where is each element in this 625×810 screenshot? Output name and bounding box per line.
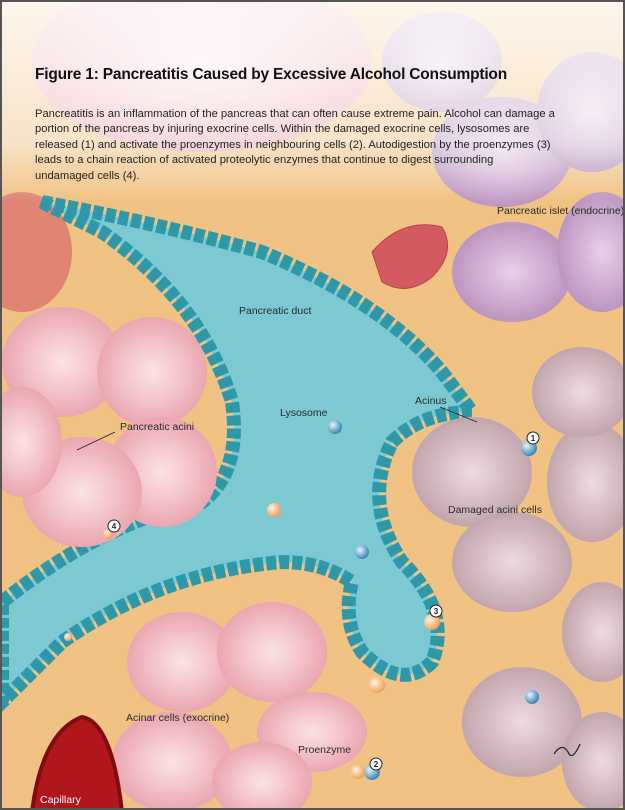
damaged-acini: [412, 347, 623, 808]
label-proenzyme: Proenzyme: [298, 744, 351, 756]
svg-text:1: 1: [531, 434, 536, 443]
proenzyme: [267, 503, 281, 517]
svg-text:3: 3: [434, 607, 439, 616]
lysosome: [355, 545, 369, 559]
red-blood-cell: [371, 224, 449, 289]
figure-description: Pancreatitis is an inflammation of the p…: [35, 108, 555, 182]
proenzyme: [64, 633, 72, 641]
label-lysosome: Lysosome: [280, 407, 328, 419]
proenzyme: [103, 529, 113, 539]
label-acinus: Acinus: [415, 395, 447, 407]
label-acini: Pancreatic acini: [120, 421, 194, 433]
marker-1: 1: [526, 431, 540, 445]
marker-3: 3: [429, 604, 443, 618]
proenzyme: [369, 677, 385, 693]
leader-line: [439, 406, 478, 423]
leader-line: [76, 431, 116, 451]
marker-2: 2: [369, 757, 383, 771]
svg-text:2: 2: [374, 760, 379, 769]
pancreatic-acini: [2, 307, 217, 547]
label-acinar: Acinar cells (exocrine): [126, 712, 229, 724]
acinar-cells: [112, 602, 367, 808]
marker-4: 4: [107, 519, 121, 533]
text-backdrop: [2, 2, 623, 202]
blood-cell: [2, 192, 72, 312]
lysosome: [328, 420, 342, 434]
figure-title: Figure 1: Pancreatitis Caused by Excessi…: [35, 66, 507, 83]
label-islet: Pancreatic islet (endocrine): [497, 205, 624, 217]
svg-text:4: 4: [112, 522, 117, 531]
label-duct: Pancreatic duct: [239, 305, 311, 317]
proenzyme: [424, 614, 440, 630]
artist-signature: [553, 743, 581, 757]
label-capillary: Capillary: [40, 794, 82, 806]
proenzyme: [351, 765, 365, 779]
label-damaged: Damaged acini cells: [448, 504, 542, 516]
lysosome: [525, 690, 539, 704]
capillary: [30, 714, 124, 808]
